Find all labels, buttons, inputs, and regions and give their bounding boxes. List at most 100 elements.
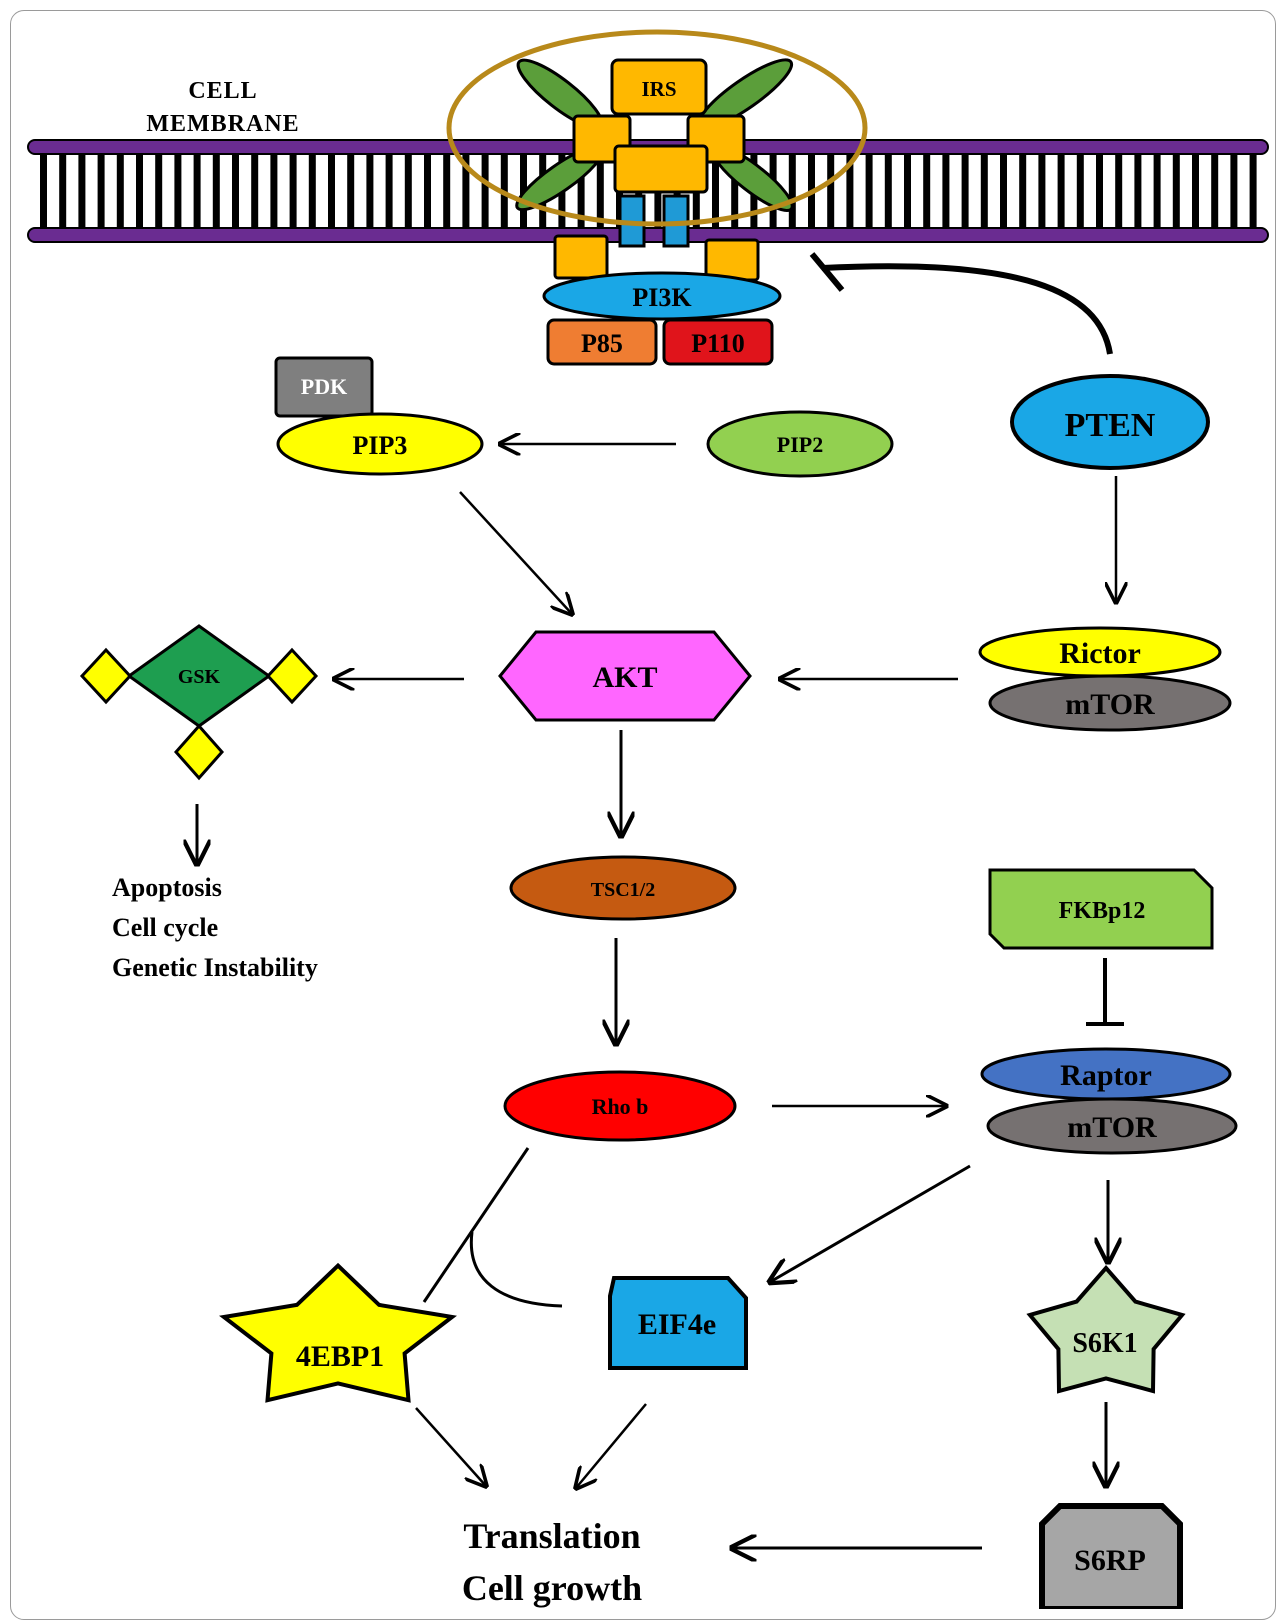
receptor-kinase-left	[553, 234, 609, 280]
outcome-cell-growth: Cell growth	[462, 1568, 642, 1608]
rictor-label: Rictor	[1059, 637, 1141, 670]
membrane-lipid-tail	[251, 154, 259, 228]
pi3k-label: PI3K	[632, 283, 692, 312]
pdk-node	[274, 356, 374, 418]
membrane-inner-leaflet	[27, 227, 1269, 243]
pip2-node	[706, 410, 894, 478]
arrow-4ebp1-to-translation	[415, 1407, 486, 1486]
membrane-lipid-tail	[347, 154, 355, 228]
membrane-lipid-tail	[40, 154, 47, 228]
membrane-lipid-tail	[1057, 154, 1065, 228]
membrane-lipid-tail	[1000, 154, 1007, 228]
membrane-lipid-tail	[174, 154, 182, 228]
p110-node	[662, 318, 774, 366]
membrane-lipid-tail	[97, 154, 105, 228]
eif4e-node	[608, 1276, 748, 1370]
membrane-lipid-tail	[1192, 154, 1199, 228]
p110-label: P110	[691, 329, 744, 358]
s6k1-node	[1026, 1264, 1186, 1394]
membrane-lipid-tail	[1153, 154, 1161, 228]
gsk-phospho-site-left	[79, 647, 133, 705]
akt-label: AKT	[592, 661, 657, 694]
gsk-phospho-site-bottom	[173, 723, 225, 781]
membrane-lipid-tail	[289, 154, 297, 228]
tsc-label: TSC1/2	[591, 879, 655, 901]
membrane-lipid-tail	[1019, 154, 1027, 228]
cell-membrane	[27, 139, 1269, 243]
pten-node	[1010, 374, 1210, 470]
receptor-binding-ring	[446, 29, 868, 227]
mtor-bottom-label: mTOR	[1067, 1111, 1157, 1144]
membrane-lipid-tail	[596, 154, 604, 228]
membrane-lipid-tail	[136, 154, 143, 228]
membrane-lipid-tail	[961, 154, 969, 228]
membrane-lipid-tail	[712, 154, 719, 228]
pten-inhibition-bar	[809, 252, 845, 292]
membrane-lipid-tail	[980, 154, 988, 228]
s6rp-node	[1039, 1503, 1183, 1609]
membrane-lipid-tail	[788, 154, 796, 228]
rictor-node	[978, 626, 1222, 678]
gsk-phospho-site-right	[265, 647, 319, 705]
raptor-label: Raptor	[1060, 1059, 1152, 1092]
fkbp12-label: FKBp12	[1059, 898, 1146, 924]
membrane-lipid-tail	[308, 154, 316, 228]
membrane-lipid-tail	[212, 154, 220, 228]
membrane-lipid-tail	[1076, 154, 1084, 228]
membrane-lipid-tail	[1038, 154, 1046, 228]
membrane-lipid-tail	[59, 154, 67, 228]
membrane-lipid-tail	[404, 154, 412, 228]
membrane-lipid-tail	[155, 154, 163, 228]
pip3-label: PIP3	[353, 431, 408, 460]
receptor-center-block	[613, 144, 709, 194]
membrane-lipid-tail	[232, 154, 239, 228]
akt-node	[498, 630, 752, 722]
membrane-label-line2: MEMBRANE	[146, 111, 299, 137]
pdk-label: PDK	[301, 374, 347, 399]
eif4e-label: EIF4e	[638, 1308, 716, 1341]
p85-node	[546, 318, 658, 366]
membrane-lipid-tail	[366, 154, 374, 228]
arrow-eif4e-to-translation	[576, 1403, 647, 1488]
arrow-raptor-to-eif4e	[770, 1164, 971, 1282]
raptor-node	[980, 1047, 1232, 1101]
pi3k-complex: PI3K P85 P110	[542, 271, 782, 366]
gsk-effect-apoptosis: Apoptosis	[112, 873, 222, 902]
tsc-node	[509, 855, 737, 921]
membrane-lipid-tail	[116, 154, 124, 228]
arrow-pip3-to-akt	[459, 491, 572, 614]
membrane-lipid-tail	[846, 154, 854, 228]
pi3k-node	[542, 271, 782, 321]
membrane-lipid-tail	[1115, 154, 1123, 228]
membrane-lipid-tail	[884, 154, 892, 228]
p85-label: P85	[581, 329, 623, 358]
s6k1-label: S6K1	[1072, 1328, 1137, 1359]
membrane-lipid-tail	[1249, 154, 1257, 228]
outcome-translation: Translation	[463, 1516, 640, 1556]
membrane-lipid-tail	[904, 154, 911, 228]
membrane-lipid-tail	[731, 154, 739, 228]
membrane-lipid-tail	[443, 154, 451, 228]
irs-label: IRS	[641, 77, 676, 101]
fkbp12-node	[988, 868, 1214, 950]
pip2-label: PIP2	[777, 432, 823, 457]
pip3-node	[276, 412, 484, 476]
membrane-lipid-tail	[78, 154, 86, 228]
membrane-lipid-tail	[577, 154, 585, 228]
rhob-node	[503, 1070, 737, 1142]
4ebp1-node	[219, 1262, 457, 1403]
4ebp1-binds-eif4e-curve	[469, 1231, 563, 1308]
membrane-lipid-tail	[827, 154, 835, 228]
membrane-lipid-tail	[923, 154, 931, 228]
irs-block	[610, 58, 708, 116]
rhob-label: Rho b	[592, 1094, 649, 1119]
membrane-lipid-tail	[1172, 154, 1180, 228]
membrane-lipid-tail	[385, 154, 393, 228]
membrane-lipid-tail	[424, 154, 431, 228]
gsk-complex: GSK	[79, 624, 319, 781]
membrane-lipid-tail	[865, 154, 873, 228]
pten-label: PTEN	[1065, 407, 1156, 444]
membrane-lipid-tail	[193, 154, 201, 228]
gsk-label: GSK	[178, 666, 221, 688]
